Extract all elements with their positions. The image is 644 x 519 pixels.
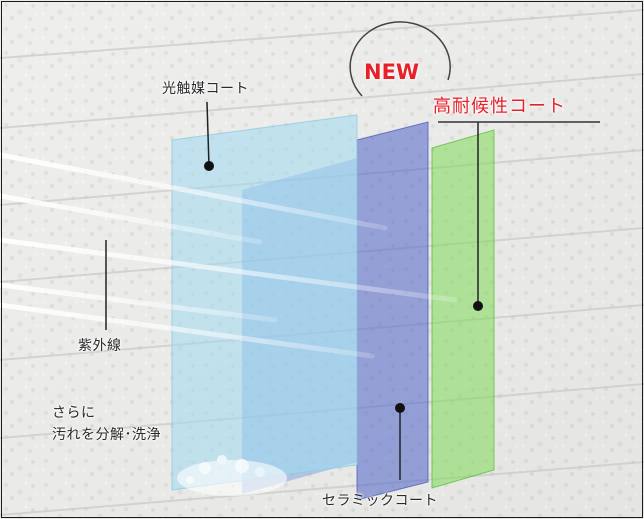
self-clean-label: さらに 汚れを分解･洗浄 — [52, 402, 161, 446]
new-badge: NEW — [364, 60, 420, 84]
photocatalyst-coat-label: 光触媒コート — [162, 81, 249, 97]
water-splash — [177, 455, 287, 496]
new-badge-arc — [349, 21, 451, 97]
leader-lines — [105, 101, 600, 480]
ceramic-coat-label: セラミックコート — [322, 493, 438, 509]
self-clean-line-2: 汚れを分解･洗浄 — [52, 427, 161, 443]
uv-rays-label: 紫外線 — [78, 338, 122, 354]
high-weather-coat-label: 高耐候性コート — [433, 96, 566, 117]
self-clean-line-1: さらに — [52, 405, 96, 421]
ceramic-layer — [357, 122, 428, 500]
high-weather-layer — [432, 130, 494, 488]
leader-dots — [204, 161, 483, 413]
uv-rays — [0, 152, 458, 359]
photocatalyst-layer — [172, 115, 357, 490]
